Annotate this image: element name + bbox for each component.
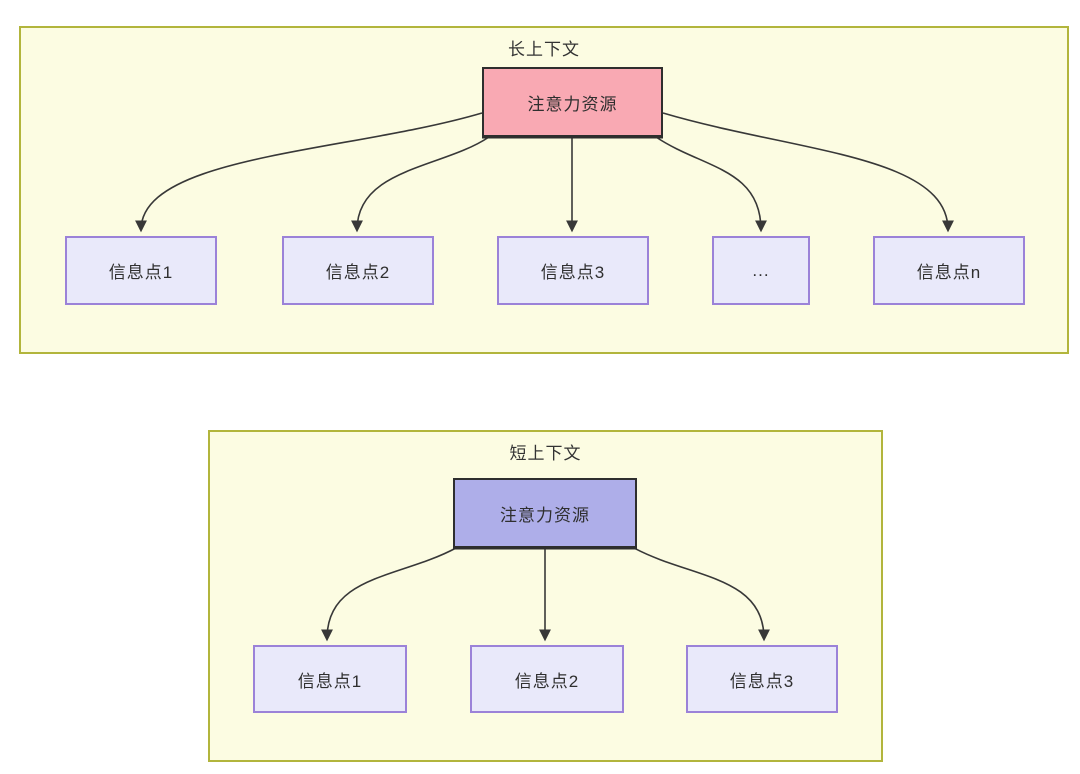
- short-info-node-3: 信息点3: [686, 645, 838, 713]
- short-info-node-2: 信息点2: [470, 645, 624, 713]
- long-info-node-n: 信息点n: [873, 236, 1025, 305]
- short-attention-node: 注意力资源: [453, 478, 637, 548]
- short-context-panel-title: 短上下文: [509, 444, 582, 463]
- long-info-node-2: 信息点2: [282, 236, 434, 305]
- long-info-node-ellipsis: ...: [712, 236, 810, 305]
- long-info-node-3: 信息点3: [497, 236, 649, 305]
- long-info-node-1: 信息点1: [65, 236, 217, 305]
- short-info-node-1: 信息点1: [253, 645, 407, 713]
- long-attention-node: 注意力资源: [482, 67, 663, 137]
- long-context-panel-title: 长上下文: [508, 40, 580, 59]
